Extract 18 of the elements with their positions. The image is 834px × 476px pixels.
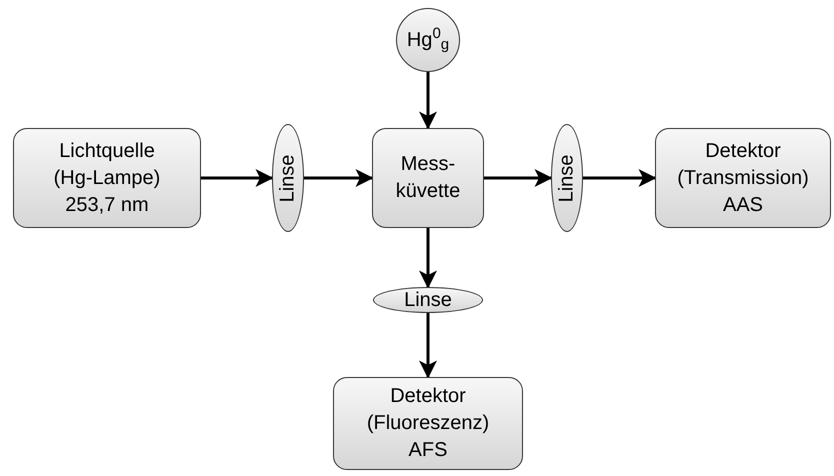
arrow (484, 169, 552, 187)
node-label: Detektor (Transmission) AAS (676, 138, 810, 218)
node-label: Lichtquelle (Hg-Lampe) 253,7 nm (52, 138, 162, 218)
node-label: Linse (404, 288, 452, 312)
node-label: Detektor (Fluoreszenz) AFS (366, 384, 490, 463)
process-box (655, 128, 831, 228)
node-label: Mess- küvette (394, 152, 462, 204)
arrow (419, 228, 437, 288)
arrow (201, 169, 274, 187)
arrow (419, 313, 437, 378)
process-box (333, 377, 523, 470)
node-label: Linse (554, 154, 578, 202)
arrow (583, 169, 656, 187)
node-label: Linse (276, 154, 300, 202)
process-box (372, 128, 484, 228)
arrow (304, 169, 374, 187)
arrow (419, 72, 437, 130)
process-box (13, 128, 201, 228)
